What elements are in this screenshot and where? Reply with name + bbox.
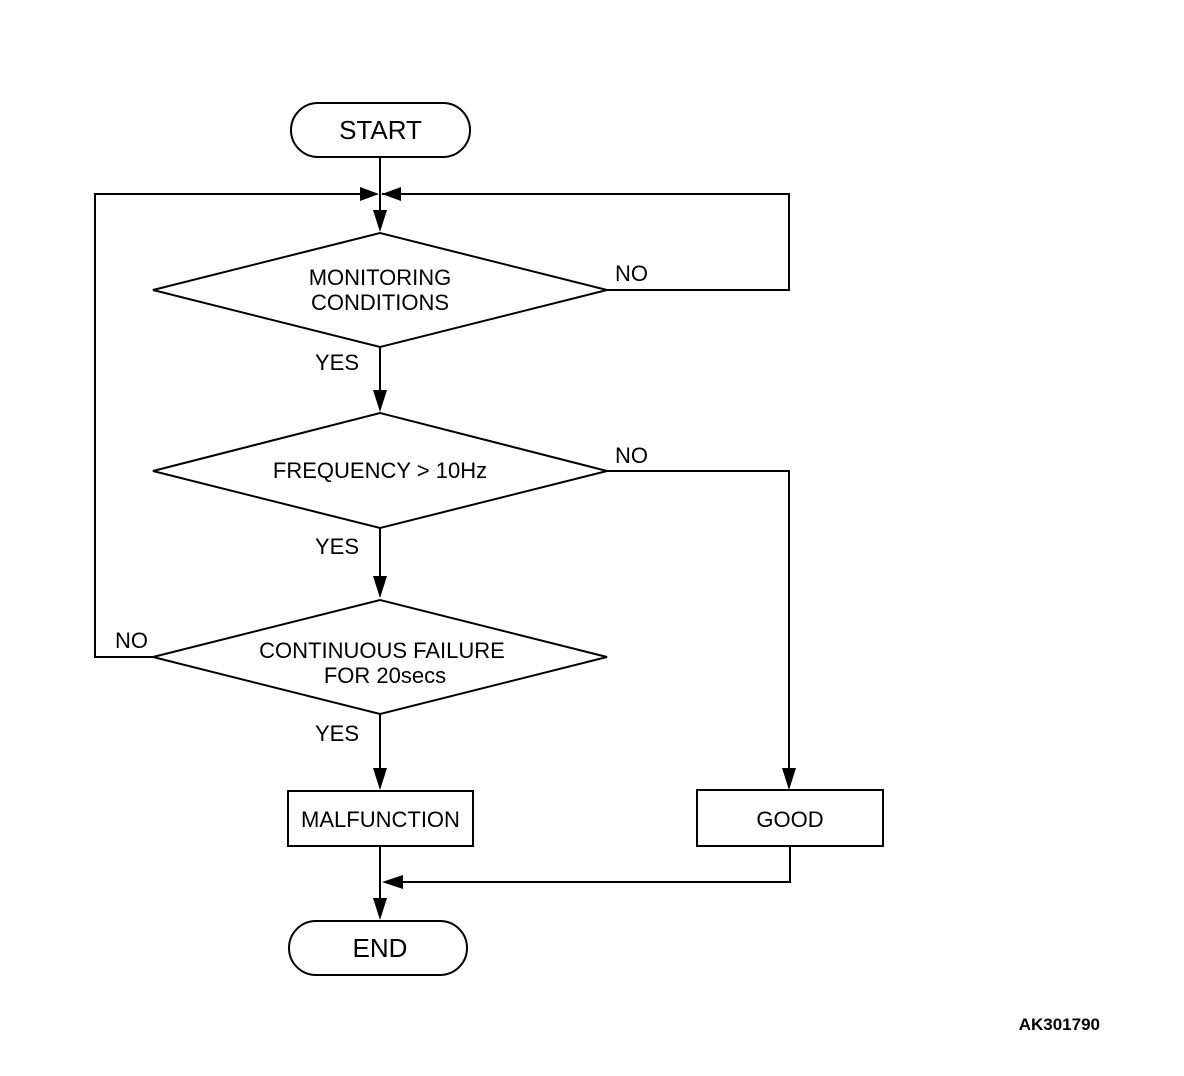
malfunction-label: MALFUNCTION	[301, 807, 460, 832]
connector-continuous-no-loop	[94, 193, 362, 658]
end-label: END	[353, 933, 408, 963]
continuous-no-label: NO	[115, 628, 148, 653]
arrow-into-malfunction	[373, 768, 387, 790]
arrow-good-merge	[382, 875, 403, 889]
frequency-yes-label: YES	[315, 534, 359, 559]
arrow-into-monitoring	[373, 210, 387, 232]
monitoring-no-label: NO	[615, 261, 648, 286]
end-terminal	[288, 920, 468, 976]
connector-frequency-no	[607, 470, 790, 778]
arrow-left-loop-merge	[360, 187, 379, 201]
good-box	[696, 789, 884, 847]
monitoring-label-line1: MONITORING	[309, 265, 452, 290]
arrow-into-frequency	[373, 390, 387, 412]
monitoring-yes-label: YES	[315, 350, 359, 375]
arrow-into-good	[782, 768, 796, 790]
arrow-into-continuous	[373, 576, 387, 598]
reference-code: AK301790	[1019, 1015, 1100, 1034]
continuous-label-line1: CONTINUOUS FAILURE	[259, 638, 505, 663]
monitoring-label-line2: CONDITIONS	[311, 290, 449, 315]
start-label: START	[339, 115, 422, 145]
continuous-yes-label: YES	[315, 721, 359, 746]
good-label: GOOD	[756, 807, 823, 832]
malfunction-box	[287, 790, 474, 847]
arrow-into-end	[373, 898, 387, 920]
frequency-no-label: NO	[615, 443, 648, 468]
connector-good-to-end	[402, 846, 791, 883]
frequency-label: FREQUENCY > 10Hz	[273, 458, 487, 483]
connector-monitoring-no-loop	[382, 193, 790, 291]
continuous-label-line2: FOR 20secs	[324, 663, 446, 688]
